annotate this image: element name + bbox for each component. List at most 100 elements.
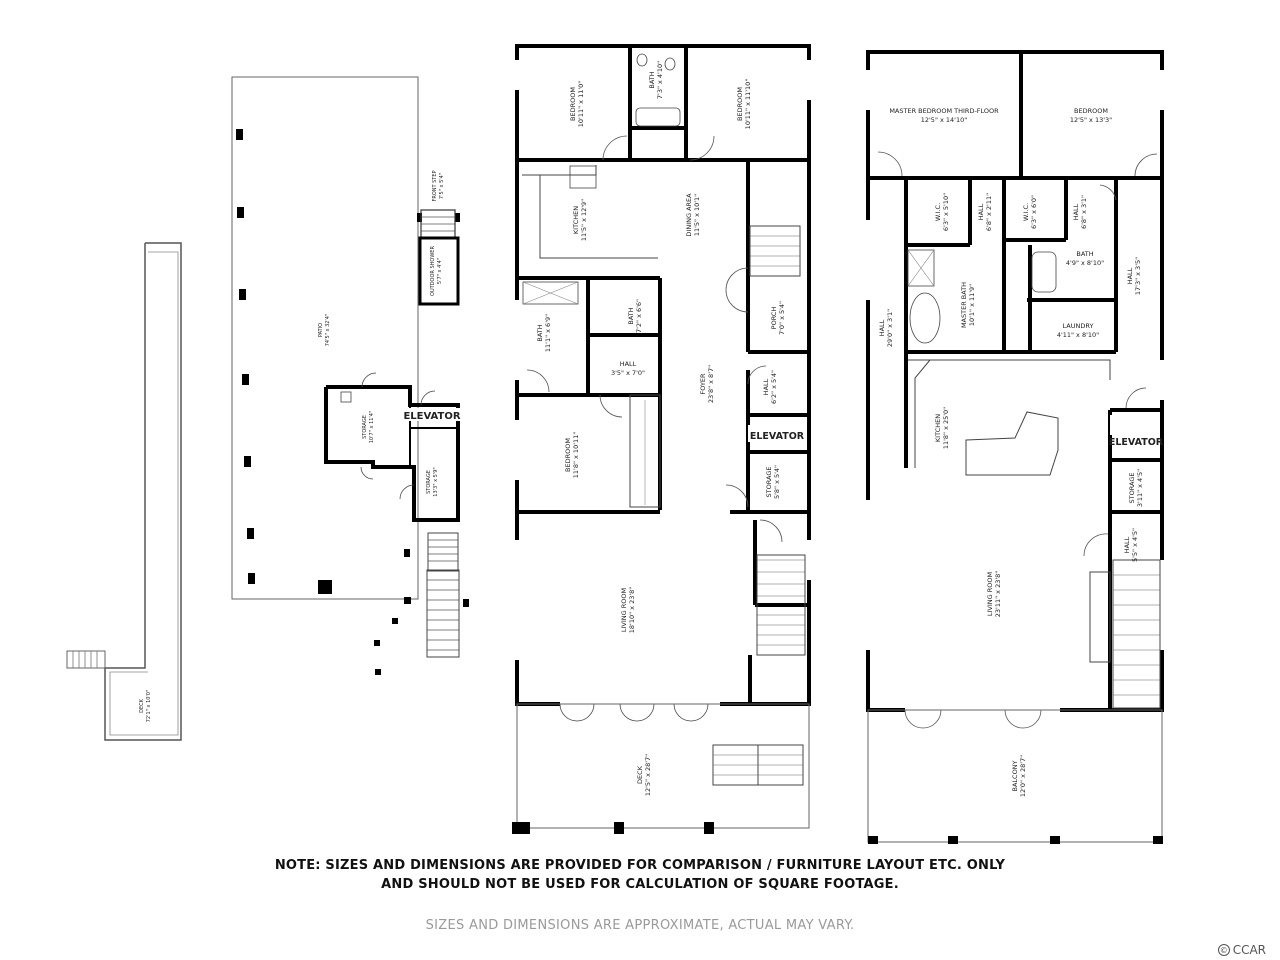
hall-f2-b-name: HALL	[762, 378, 770, 395]
hall-f3-e-dim: 5'5" x 4'5"	[1131, 528, 1139, 562]
deck-f2-dim: 12'5" x 28'7"	[644, 754, 652, 796]
bath-f2-b-name: BATH	[627, 307, 635, 324]
third-floor	[866, 50, 1164, 844]
storage-a-name: STORAGE	[362, 415, 368, 439]
hall-f3-d-dim: 29'0" x 3'1"	[886, 309, 894, 347]
deck-left-name: DECK	[139, 698, 145, 713]
bedroom-f2-a-name: BEDROOM	[569, 87, 577, 121]
badge-text: CCAR	[1232, 943, 1266, 957]
living-f3-name: LIVING ROOM	[986, 572, 994, 616]
bath-f2-a-name: BATH	[536, 324, 544, 341]
master-bath-f3-name: MASTER BATH	[960, 282, 968, 328]
note-line-1: NOTE: SIZES AND DIMENSIONS ARE PROVIDED …	[274, 858, 1006, 873]
hall-f3-d-name: HALL	[878, 319, 886, 336]
patio-pillars	[236, 129, 469, 675]
copyright-badge: © CCAR	[1217, 943, 1266, 957]
storage-f2-name: STORAGE	[765, 467, 773, 498]
ground-stairs-upper	[427, 532, 459, 572]
storage-f3-dim: 3'11" x 4'5"	[1136, 469, 1144, 507]
kitchen-f3-name: KITCHEN	[934, 414, 942, 442]
ground-level	[66, 76, 469, 741]
copyright-icon: ©	[1217, 944, 1230, 956]
bedroom-f2-b-dim: 10'11" x 11'10"	[744, 79, 752, 130]
elevator-label-f3: ELEVATOR	[1109, 437, 1164, 448]
outdoor-shower-name: OUTDOOR SHOWER	[430, 246, 436, 296]
outdoor-shower-dim: 5'7" x 4'4"	[437, 258, 443, 284]
master-f3-name: MASTER BEDROOM THIRD-FLOOR	[889, 107, 999, 115]
disclaimer: SIZES AND DIMENSIONS ARE APPROXIMATE, AC…	[425, 918, 855, 933]
master-f3-dim: 12'5" x 14'10"	[921, 116, 967, 124]
second-floor	[512, 44, 811, 834]
hall-f3-b-dim: 6'8" x 3'1"	[1080, 195, 1088, 229]
hall-f3-c-name: HALL	[1126, 267, 1134, 284]
wic-f3-b-name: W.I.C.	[1022, 203, 1030, 221]
storage-block	[324, 385, 460, 522]
bath-f3-dim: 4'9" x 8'10"	[1066, 259, 1104, 267]
storage-b-name: STORAGE	[426, 470, 432, 494]
deck-left-inner	[109, 251, 179, 736]
kitchen-f2-name: KITCHEN	[572, 206, 580, 234]
wic-f3-a-name: W.I.C.	[934, 203, 942, 221]
storage-a-dim: 10'7" x 11'4"	[369, 411, 375, 444]
porch-f2-name: PORCH	[770, 307, 778, 330]
laundry-f3-name: LAUNDRY	[1063, 322, 1094, 330]
storage-f2-dim: 5'8" x 5'4"	[773, 465, 781, 499]
balcony-f3-dim: 12'0" x 28'7"	[1019, 755, 1027, 797]
hall-f3-c-dim: 17'3" x 3'5"	[1134, 257, 1142, 295]
kitchen-f2-dim: 11'5" x 12'9"	[580, 199, 588, 241]
patio-dim: 74'5" x 32'4"	[325, 314, 331, 347]
balcony-f3	[867, 709, 1163, 843]
deck-f2	[516, 703, 810, 829]
third-floor-walls	[866, 50, 1164, 712]
living-f2-name: LIVING ROOM	[620, 588, 628, 632]
bath-f3-name: BATH	[1076, 250, 1093, 258]
porch-f2-dim: 7'0" x 5'4"	[778, 301, 786, 335]
elevator-label-ground: ELEVATOR	[403, 411, 460, 422]
hall-f2-b-dim: 6'2" x 5'4"	[770, 370, 778, 404]
wic-f3-a-dim: 6'3" x 5'10"	[942, 193, 950, 231]
master-bath-f3-dim: 10'1" x 11'9"	[968, 284, 976, 326]
laundry-f3-dim: 4'11" x 8'10"	[1057, 331, 1099, 339]
bath-f2-b-dim: 7'2" x 6'6"	[635, 299, 643, 333]
patio-name: PATIO	[318, 323, 324, 337]
hall-f3-a-dim: 6'8" x 2'11"	[985, 193, 993, 231]
bath-f2-top-name: BATH	[648, 71, 656, 88]
front-step-dim: 7'5" x 5'4"	[439, 173, 445, 199]
wic-f3-b-dim: 6'3" x 6'0"	[1030, 195, 1038, 229]
ground-stairs-lower	[426, 569, 460, 658]
hall-f3-a-name: HALL	[977, 203, 985, 220]
storage-f3-name: STORAGE	[1128, 473, 1136, 504]
foyer-f2-name: FOYER	[699, 373, 707, 395]
front-step-name: FRONT STEP	[432, 170, 438, 201]
patio-outline	[231, 76, 419, 600]
deck-f2-name: DECK	[636, 765, 644, 784]
dining-f2-name: DINING AREA	[685, 193, 693, 237]
hall-f3-b-name: HALL	[1072, 203, 1080, 220]
living-f3-dim: 23'11" x 23'8"	[994, 571, 1002, 617]
bedroom-f2-a-dim: 10'11" x 11'0"	[577, 81, 585, 127]
elevator-label-f2: ELEVATOR	[750, 431, 805, 442]
outdoor-shower	[418, 236, 460, 306]
balcony-f3-name: BALCONY	[1011, 760, 1019, 791]
deck-left-dim: 72'1" x 10'0"	[146, 690, 152, 723]
bedroom-f3-name: BEDROOM	[1074, 107, 1108, 115]
kitchen-f3-dim: 11'8" x 25'0"	[942, 407, 950, 449]
deck-left-steps	[66, 650, 106, 669]
note-line-2: AND SHOULD NOT BE USED FOR CALCULATION O…	[381, 877, 899, 892]
hall-f3-e-name: HALL	[1123, 536, 1131, 553]
dining-f2-dim: 11'5" x 10'1"	[693, 194, 701, 236]
hall-f2-a-dim: 3'5" x 7'0"	[611, 369, 645, 377]
bath-f2-top-dim: 7'3" x 4'10"	[656, 61, 664, 99]
bath-f2-a-dim: 11'1" x 6'9"	[544, 314, 552, 352]
storage-b-dim: 13'3" x 5'9"	[433, 467, 439, 496]
bedroom-f2-c-name: BEDROOM	[564, 438, 572, 472]
deck-left-outline	[104, 242, 182, 741]
living-f2-dim: 18'10" x 23'8"	[628, 587, 636, 633]
bedroom-f2-c-dim: 11'8" x 10'11"	[572, 432, 580, 478]
hall-f2-a-name: HALL	[620, 360, 637, 368]
bedroom-f3-dim: 12'5" x 13'3"	[1070, 116, 1112, 124]
bedroom-f2-b-name: BEDROOM	[736, 87, 744, 121]
foyer-f2-dim: 23'8" x 8'7"	[707, 365, 715, 403]
